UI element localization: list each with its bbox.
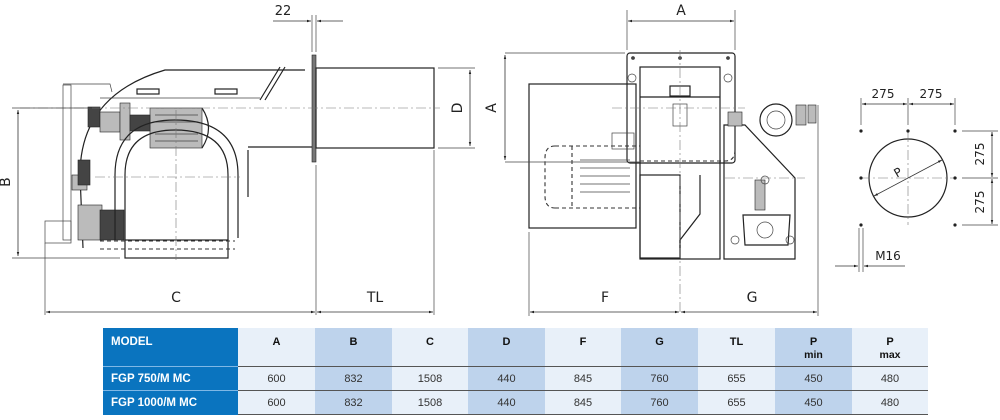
- header-model: MODEL: [103, 328, 238, 367]
- header-P-max-sub: max: [879, 349, 901, 361]
- row-model: FGP 1000/M MC: [103, 390, 238, 415]
- volute-inner: [124, 129, 229, 240]
- dim-label-275-v2: 275: [973, 191, 987, 214]
- cell-F: 845: [545, 390, 621, 415]
- cell-B: 832: [315, 366, 392, 391]
- table-header-row: MODEL A B C D F G TL P min P max: [103, 328, 928, 367]
- cell-P-max: 480: [852, 366, 928, 391]
- fan-housing: [528, 83, 637, 229]
- flange: [311, 54, 317, 163]
- table-row: FGP 750/M MC 600 832 1508 440 845 760 65…: [103, 366, 928, 391]
- cell-F: 845: [545, 366, 621, 391]
- header-P-min-sub: min: [804, 349, 823, 361]
- cell-D: 440: [468, 390, 545, 415]
- cell-P-max: 480: [852, 390, 928, 415]
- dim-label-C: C: [171, 290, 181, 306]
- header-A: A: [238, 328, 315, 367]
- header-P-max-label: P: [886, 336, 894, 348]
- cell-B: 832: [315, 390, 392, 415]
- dim-label-275-h1: 275: [872, 87, 895, 101]
- header-P-min: P min: [775, 328, 852, 367]
- header-TL: TL: [698, 328, 775, 367]
- slot: [136, 88, 160, 95]
- technical-drawing: B C TL D 22: [0, 3, 998, 316]
- bracket: [259, 66, 286, 101]
- junction-box: [44, 220, 72, 244]
- dim-label-22: 22: [275, 4, 292, 19]
- cell-TL: 655: [698, 390, 775, 415]
- cell-P-min: 450: [775, 390, 852, 415]
- header-B: B: [315, 328, 392, 367]
- row-model: FGP 750/M MC: [103, 366, 238, 391]
- burner-body: [639, 66, 721, 260]
- cell-G: 760: [621, 390, 698, 415]
- dim-label-M16: M16: [875, 249, 901, 263]
- dim-label-TL: TL: [366, 290, 384, 306]
- bolt-holes: [859, 129, 957, 227]
- dim-label-G: G: [747, 290, 758, 306]
- header-F: F: [545, 328, 621, 367]
- back-plate: [62, 84, 72, 241]
- header-D: D: [468, 328, 545, 367]
- header-P-max: P max: [852, 328, 928, 367]
- dim-label-275-h2: 275: [920, 87, 943, 101]
- table-row: FGP 1000/M MC 600 832 1508 440 845 760 6…: [103, 390, 928, 415]
- cell-P-min: 450: [775, 366, 852, 391]
- dim-label-D: D: [450, 103, 466, 114]
- cell-A: 600: [238, 366, 315, 391]
- dim-label-A-top: A: [676, 3, 686, 19]
- motor-hidden: [544, 145, 640, 209]
- volute-outer: [114, 119, 239, 240]
- cell-TL: 655: [698, 366, 775, 391]
- cell-C: 1508: [392, 366, 468, 391]
- header-G: G: [621, 328, 698, 367]
- pressure-switch: [759, 103, 793, 137]
- front-view: A A F G: [484, 3, 819, 316]
- dim-label-B: B: [0, 177, 14, 187]
- cell-A: 600: [238, 390, 315, 415]
- dimensions-table: MODEL A B C D F G TL P min P max FGP 750…: [103, 328, 928, 415]
- cell-D: 440: [468, 366, 545, 391]
- gas-valve: [754, 179, 766, 211]
- cell-G: 760: [621, 366, 698, 391]
- side-view: B C TL D 22: [0, 4, 475, 315]
- dim-label-A-side: A: [484, 103, 500, 113]
- cell-C: 1508: [392, 390, 468, 415]
- dim-label-275-v1: 275: [973, 143, 987, 166]
- boiler-plate-view: P 275 275 275 275 M16: [835, 87, 998, 272]
- header-C: C: [392, 328, 468, 367]
- header-P-min-label: P: [809, 336, 818, 348]
- dim-label-F: F: [601, 290, 609, 306]
- control-box: [723, 124, 796, 260]
